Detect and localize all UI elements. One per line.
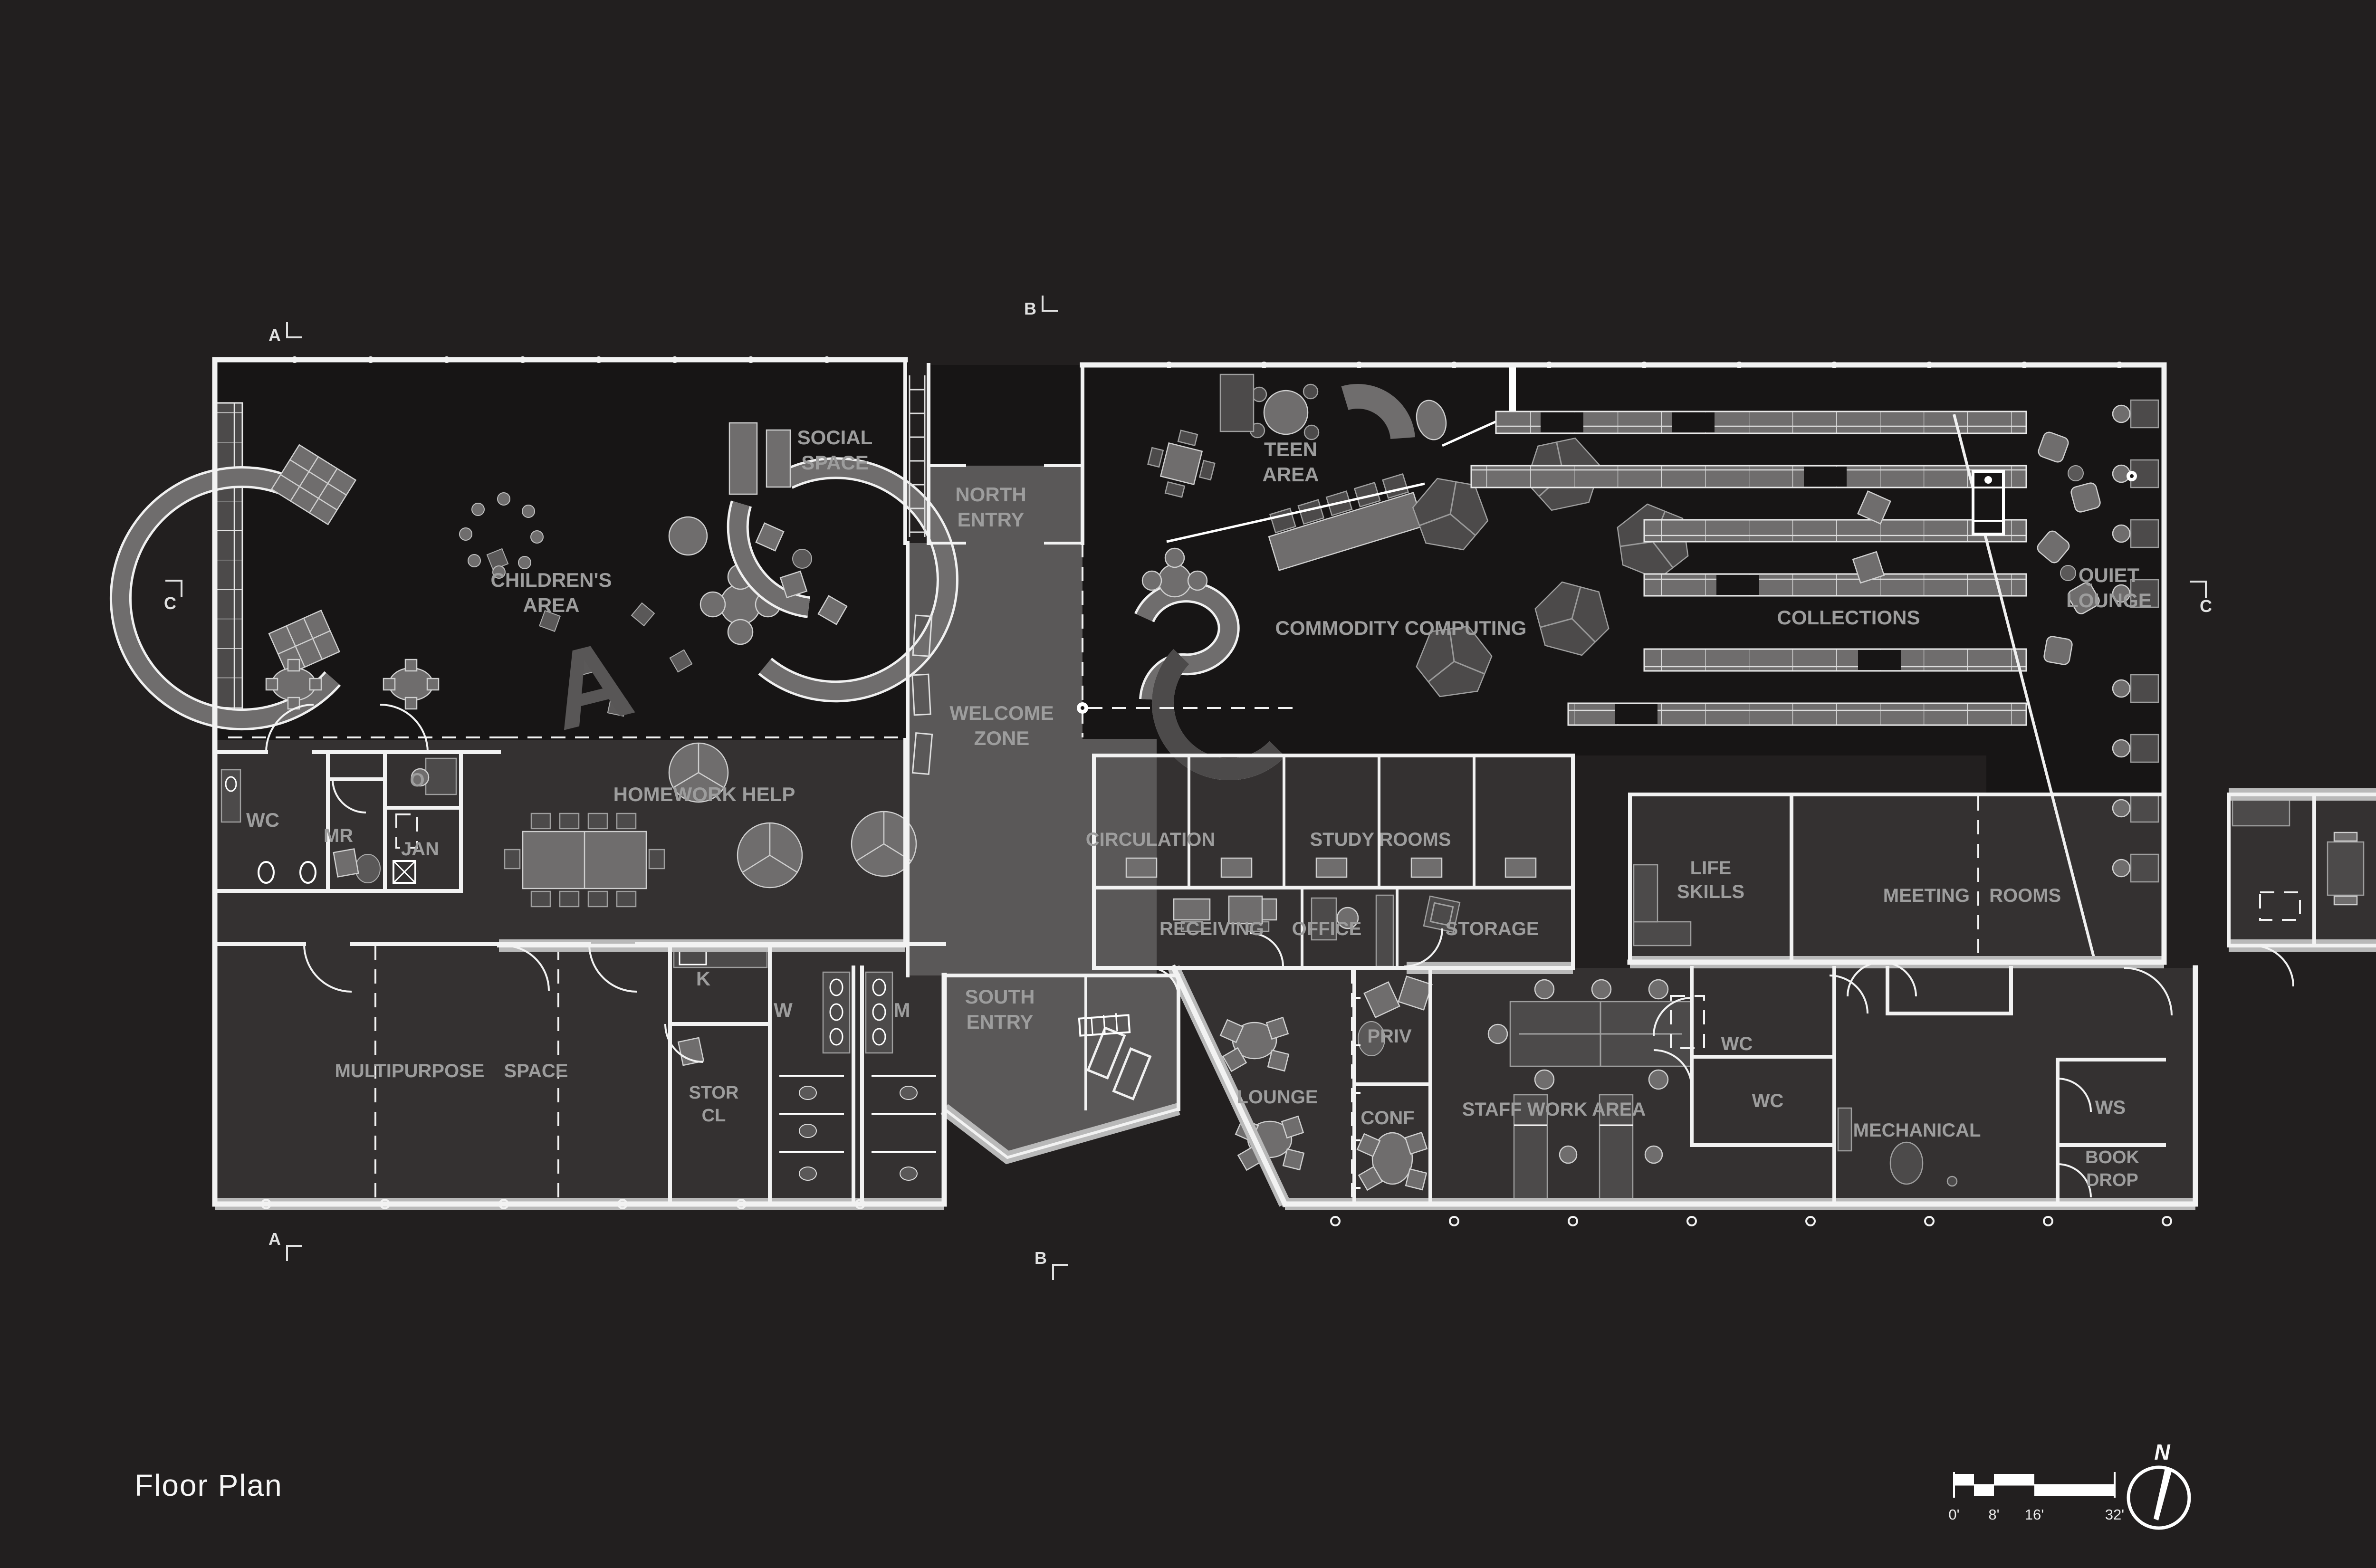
social-space-furniture	[727, 422, 848, 625]
room-label-wc-south: WC	[1752, 1090, 1784, 1111]
room-label-multipurpose-space: MULTIPURPOSE SPACE	[335, 1061, 568, 1081]
reading-cluster	[1141, 547, 1208, 598]
room-label-women-restroom: W	[774, 999, 793, 1021]
room-label-conf: CONF	[1360, 1108, 1414, 1128]
north-label: N	[2154, 1440, 2170, 1464]
scale-tick-0: 0'	[1948, 1506, 1959, 1523]
door-swings	[265, 704, 2294, 1198]
room-label-staff-work-area: STAFF WORK AREA	[1462, 1099, 1646, 1120]
welcome-zone-furniture	[911, 614, 1285, 1101]
collections-stacks	[1470, 411, 2027, 726]
scale-tick-32: 32'	[2105, 1506, 2124, 1523]
section-marker-c-right: C	[2200, 596, 2212, 616]
section-marker-bracket-b-top	[1042, 296, 1058, 312]
room-label-receiving: RECEIVING	[1159, 918, 1264, 939]
room-label-homework-help: HOMEWORK HELP	[613, 783, 795, 805]
room-label-collections: COLLECTIONS	[1777, 606, 1920, 629]
band-room-furniture	[1125, 798, 2365, 967]
room-label-office: OFFICE	[1292, 918, 1362, 939]
north-arrow-icon: N	[2127, 1440, 2191, 1530]
washroom-fixtures	[220, 757, 457, 884]
room-label-wc-west: WC	[246, 809, 279, 831]
section-markers: A B C C A B	[164, 296, 2212, 1280]
room-label-jan: JAN	[401, 839, 439, 860]
room-label-office-small: O	[410, 770, 424, 791]
children-area-furniture	[110, 402, 958, 731]
section-marker-bracket-b-bottom	[1052, 1264, 1068, 1280]
teen-area-furniture	[1147, 367, 1516, 571]
room-label-commodity-computing: COMMODITY COMPUTING	[1275, 617, 1527, 639]
room-label-kitchenette: K	[696, 967, 710, 990]
room-label-wc-north: WC	[1721, 1033, 1753, 1054]
room-label-priv: PRIV	[1367, 1026, 1412, 1047]
room-label-circulation: CIRCULATION	[1086, 829, 1216, 850]
scale-tick-16: 16'	[2025, 1506, 2044, 1523]
section-marker-b-top: B	[1024, 299, 1036, 318]
section-marker-c-left: C	[164, 593, 176, 613]
section-marker-bracket-a-bottom	[286, 1245, 302, 1261]
scale-bar: 0' 8' 16' 32'	[1948, 1472, 2124, 1523]
section-marker-bracket-c-right	[2190, 581, 2207, 598]
storytime-circle	[459, 492, 544, 579]
page-title: Floor Plan	[134, 1468, 283, 1502]
section-marker-bracket-a-top	[286, 322, 302, 338]
room-label-mechanical: MECHANICAL	[1853, 1120, 1981, 1141]
room-label-mr: MR	[324, 825, 353, 846]
homework-help-furniture	[504, 742, 917, 908]
grid-dots	[261, 356, 2172, 1226]
room-label-storage: STORAGE	[1445, 918, 1539, 939]
section-marker-a-bottom: A	[268, 1229, 281, 1249]
quiet-lounge-furniture	[1953, 399, 2159, 961]
section-marker-bracket-c-left	[165, 580, 182, 597]
room-label-lounge: LOUNGE	[1236, 1087, 1318, 1108]
room-label-meeting-rooms: MEETING ROOMS	[1883, 885, 2061, 906]
section-marker-a-top: A	[268, 325, 281, 345]
room-label-study-rooms: STUDY ROOMS	[1310, 829, 1451, 850]
room-label-workshop: WS	[2095, 1097, 2126, 1118]
book-sorter	[1972, 470, 2005, 535]
section-marker-b-bottom: B	[1035, 1248, 1047, 1268]
kids-table	[383, 659, 440, 710]
kids-table	[265, 659, 322, 710]
scale-tick-8: 8'	[1988, 1506, 1999, 1523]
room-label-men-restroom: M	[894, 999, 910, 1021]
zone-boundaries	[228, 543, 1979, 1204]
